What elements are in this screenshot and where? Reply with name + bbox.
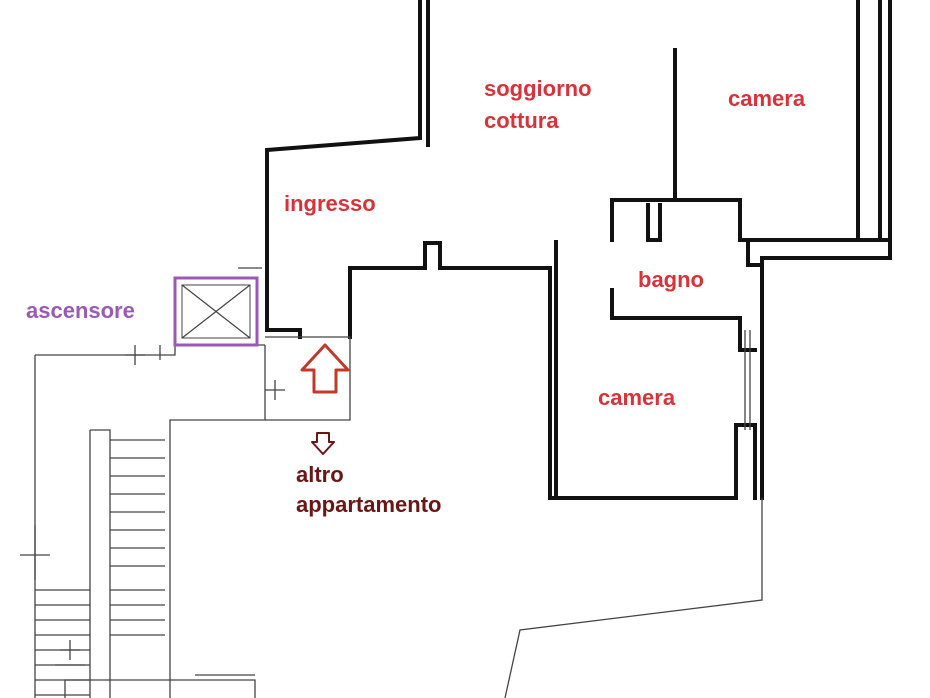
corridor-ticks — [125, 345, 161, 365]
elevator-diag-b — [181, 284, 251, 339]
wall-camera-east — [734, 423, 757, 500]
landing-tick — [265, 380, 285, 400]
stair-steps-right — [110, 439, 165, 567]
wall-bagno-top — [610, 0, 860, 242]
wall-east-double — [878, 0, 892, 260]
label-bagno: bagno — [638, 267, 704, 292]
elevator-box — [173, 276, 259, 347]
stair-steps-left — [35, 589, 90, 696]
wall-bagno-niche — [646, 203, 662, 242]
arrow-down-outline-icon — [311, 432, 335, 455]
elevator-car — [181, 284, 251, 339]
window-east — [744, 330, 751, 430]
label-ingresso: ingresso — [284, 191, 376, 216]
label-cottura: cottura — [484, 108, 559, 133]
landing — [265, 336, 351, 421]
building-lines — [20, 267, 763, 698]
west-tick — [20, 525, 50, 580]
building-southeast — [504, 498, 763, 698]
wall-entry-left — [265, 328, 302, 339]
corridor-inner — [169, 345, 266, 698]
wall-south — [348, 241, 738, 500]
wall-east-outer — [743, 238, 892, 500]
stair-steps-lower — [110, 589, 165, 636]
label-camera-bottom: camera — [598, 385, 676, 410]
stair-tick — [55, 640, 85, 666]
arrow-up-outline-icon — [300, 343, 350, 394]
label-altro: altro — [296, 462, 344, 487]
label-appartamento: appartamento — [296, 492, 441, 517]
wall-east-step — [746, 238, 764, 267]
stair-core — [89, 429, 111, 698]
label-camera-top: camera — [728, 86, 806, 111]
label-soggiorno: soggiorno — [484, 76, 592, 101]
wall-bagno-bottom — [610, 288, 757, 352]
label-ascensore: ascensore — [26, 298, 135, 323]
wall-west-upper — [265, 0, 422, 332]
elevator-cross-icon — [173, 276, 259, 347]
bottom-structure — [64, 679, 256, 698]
apartment-walls — [265, 0, 892, 500]
